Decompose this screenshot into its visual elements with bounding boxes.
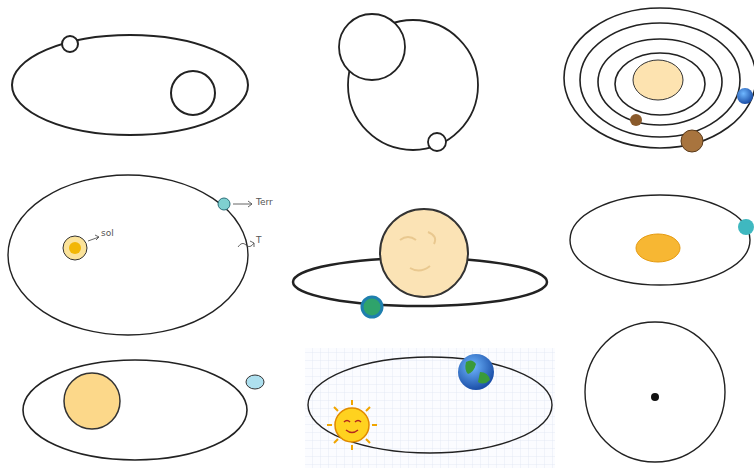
sketch-three	[564, 8, 754, 152]
grid-paper	[305, 348, 555, 468]
earth-circle	[738, 219, 754, 235]
orbit-ellipse	[23, 360, 247, 460]
planet-circle	[62, 36, 78, 52]
sketch-one	[12, 35, 248, 135]
orbit-ellipse	[570, 195, 750, 285]
earth-circle	[737, 88, 753, 104]
earth-circle	[458, 354, 494, 390]
sun-circle	[633, 60, 683, 100]
orbit-ellipse	[308, 357, 552, 453]
earth-circle	[246, 375, 264, 389]
handwritten-label: sol	[101, 229, 114, 239]
grid-paper	[305, 348, 555, 468]
sun-circle	[335, 408, 369, 442]
handwritten-label: T	[256, 236, 262, 246]
orbit-ellipse	[615, 53, 705, 115]
orbit-circle	[585, 322, 725, 462]
sketch-six	[570, 195, 754, 285]
sketch-eight	[305, 348, 555, 468]
planet-circle	[681, 130, 703, 152]
orbit-ellipse	[564, 8, 754, 148]
sketch-four	[8, 175, 254, 335]
sketch-seven	[23, 360, 264, 460]
planet-circle	[428, 133, 446, 151]
earth-circle	[362, 297, 382, 317]
orbit-ellipse	[598, 39, 722, 125]
orbit-ellipse	[12, 35, 248, 135]
earth-circle	[218, 198, 230, 210]
sketch-nine	[585, 322, 725, 462]
sun-circle	[636, 234, 680, 262]
leader-arrows	[88, 201, 254, 247]
sun-circle	[171, 71, 215, 115]
sketch-five	[293, 209, 547, 317]
planet-circle	[630, 114, 642, 126]
orbit-ellipse	[8, 175, 248, 335]
sun-circle	[380, 209, 468, 297]
sun-dot	[651, 393, 659, 401]
sun-rays	[327, 400, 377, 450]
handwritten-label: Terr	[256, 198, 273, 208]
sketch-two	[339, 14, 478, 151]
sun-core	[69, 242, 81, 254]
orbit-ellipse	[580, 23, 740, 137]
sun-circle	[63, 236, 87, 260]
sun-circle	[64, 373, 120, 429]
sun-circle	[339, 14, 405, 80]
